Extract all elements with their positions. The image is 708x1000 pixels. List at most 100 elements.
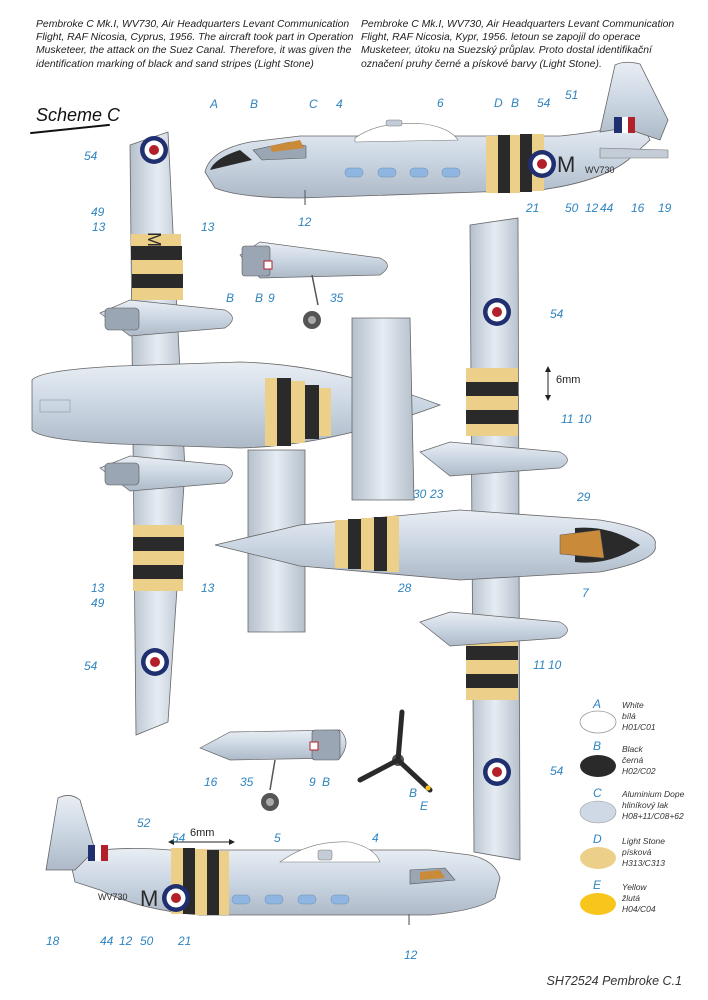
callout-11: 11 [561,412,573,426]
legend-e-name: Yellow [622,882,647,892]
callout-b4: B [255,291,263,305]
callout-13d: 13 [201,581,215,595]
callout-9b: 9 [309,775,316,789]
callout-35b: 35 [240,775,254,789]
legend-c-cz: hliníkový lak [622,800,669,810]
nacelle-detail-upper [239,241,388,329]
side-view-left: M WV730 6mm [45,795,501,925]
product-code-footer: SH72524 Pembroke C.1 [546,974,683,988]
propeller-detail [357,709,433,793]
legend-c-ref: H08+11/C08+62 [622,811,684,821]
callout-4: 4 [336,97,343,111]
legend-d-name: Light Stone [622,836,665,846]
callout-52: 52 [137,816,151,830]
callout-21: 21 [525,201,539,215]
legend-c-name: Aluminium Dope [621,789,685,799]
legend-a-swatch [579,710,617,734]
scheme-title: Scheme C [36,105,121,125]
callout-9: 9 [268,291,275,305]
legend-b-ref: H02/C02 [622,766,656,776]
callout-12b: 12 [585,201,599,215]
legend-a-ref: H01/C01 [622,722,656,732]
callout-49: 49 [91,205,105,219]
callout-50: 50 [565,201,579,215]
serial-left: WV730 [98,892,128,902]
colour-legend: A White bílá H01/C01 B Black černá H02/C… [579,697,685,915]
callout-13: 13 [92,220,106,234]
dimension-label-bottom: 6mm [190,827,214,839]
legend-d-cz: písková [621,847,652,857]
callout-d: D [494,96,503,110]
legend-e-swatch [580,893,616,915]
callout-51: 51 [565,88,578,102]
callout-4b: 4 [372,831,379,845]
callout-30: 30 [413,487,427,501]
callout-23: 23 [429,487,444,501]
callout-labels: A B C 4 6 D B 54 51 54 49 13 13 12 21 50… [46,88,672,962]
legend-a-name: White [622,700,644,710]
callout-16: 16 [631,201,645,215]
callout-e: E [420,799,429,813]
callout-19: 19 [658,201,672,215]
callout-5: 5 [274,831,281,845]
caption-czech: Pembroke C Mk.I, WV730, Air Headquarters… [361,19,675,70]
callout-13c: 13 [91,581,105,595]
callout-54d: 54 [84,659,98,673]
legend-c-swatch [579,800,617,824]
callout-29: 29 [576,490,591,504]
code-letter-right: M [557,152,575,177]
callout-54c: 54 [550,307,564,321]
legend-b-name: Black [622,744,644,754]
callout-10: 10 [578,412,592,426]
wing-planform-left: M [31,131,442,736]
callout-35: 35 [330,291,344,305]
nacelle-detail-lower [199,729,347,811]
callout-13b: 13 [201,220,215,234]
side-view-right: M WV730 [204,61,669,205]
callout-49b: 49 [91,596,105,610]
code-letter-underwing: M [144,232,164,247]
callout-54b: 54 [84,149,98,163]
callout-11b: 11 [533,658,545,672]
callout-28: 28 [397,581,412,595]
legend-e-ref: H04/C04 [622,904,656,914]
callout-6: 6 [437,96,444,110]
callout-b2: B [511,96,519,110]
callout-b6: B [409,786,417,800]
callout-54f: 54 [172,831,186,845]
callout-50b: 50 [140,934,154,948]
callout-c: C [309,97,318,111]
legend-a-code: A [592,697,601,711]
legend-b-swatch [580,755,616,777]
legend-b-code: B [593,739,601,753]
callout-18: 18 [46,934,60,948]
callout-a: A [209,97,218,111]
callout-44: 44 [600,201,614,215]
callout-16b: 16 [204,775,218,789]
serial-right: WV730 [585,165,615,175]
legend-d-swatch [580,847,616,869]
callout-b5: B [322,775,330,789]
callout-54e: 54 [550,764,564,778]
code-letter-left: M [140,886,158,911]
caption-english: Pembroke C Mk.I, WV730, Air Headquarters… [36,19,354,70]
legend-d-code: D [593,832,602,846]
legend-e-code: E [593,878,602,892]
legend-e-cz: žlutá [621,893,640,903]
callout-12d: 12 [404,948,418,962]
legend-a-cz: bílá [622,711,636,721]
legend-c-code: C [593,786,602,800]
callout-b3: B [226,291,234,305]
dimension-label-top: 6mm [556,374,580,386]
callout-54: 54 [537,96,551,110]
callout-10b: 10 [548,658,562,672]
wing-planform-right: 6mm [214,217,656,861]
callout-b: B [250,97,258,111]
callout-12: 12 [298,215,312,229]
callout-44b: 44 [100,934,114,948]
callout-12c: 12 [119,934,133,948]
callout-7: 7 [582,586,590,600]
callout-21b: 21 [177,934,191,948]
legend-b-cz: černá [622,755,644,765]
